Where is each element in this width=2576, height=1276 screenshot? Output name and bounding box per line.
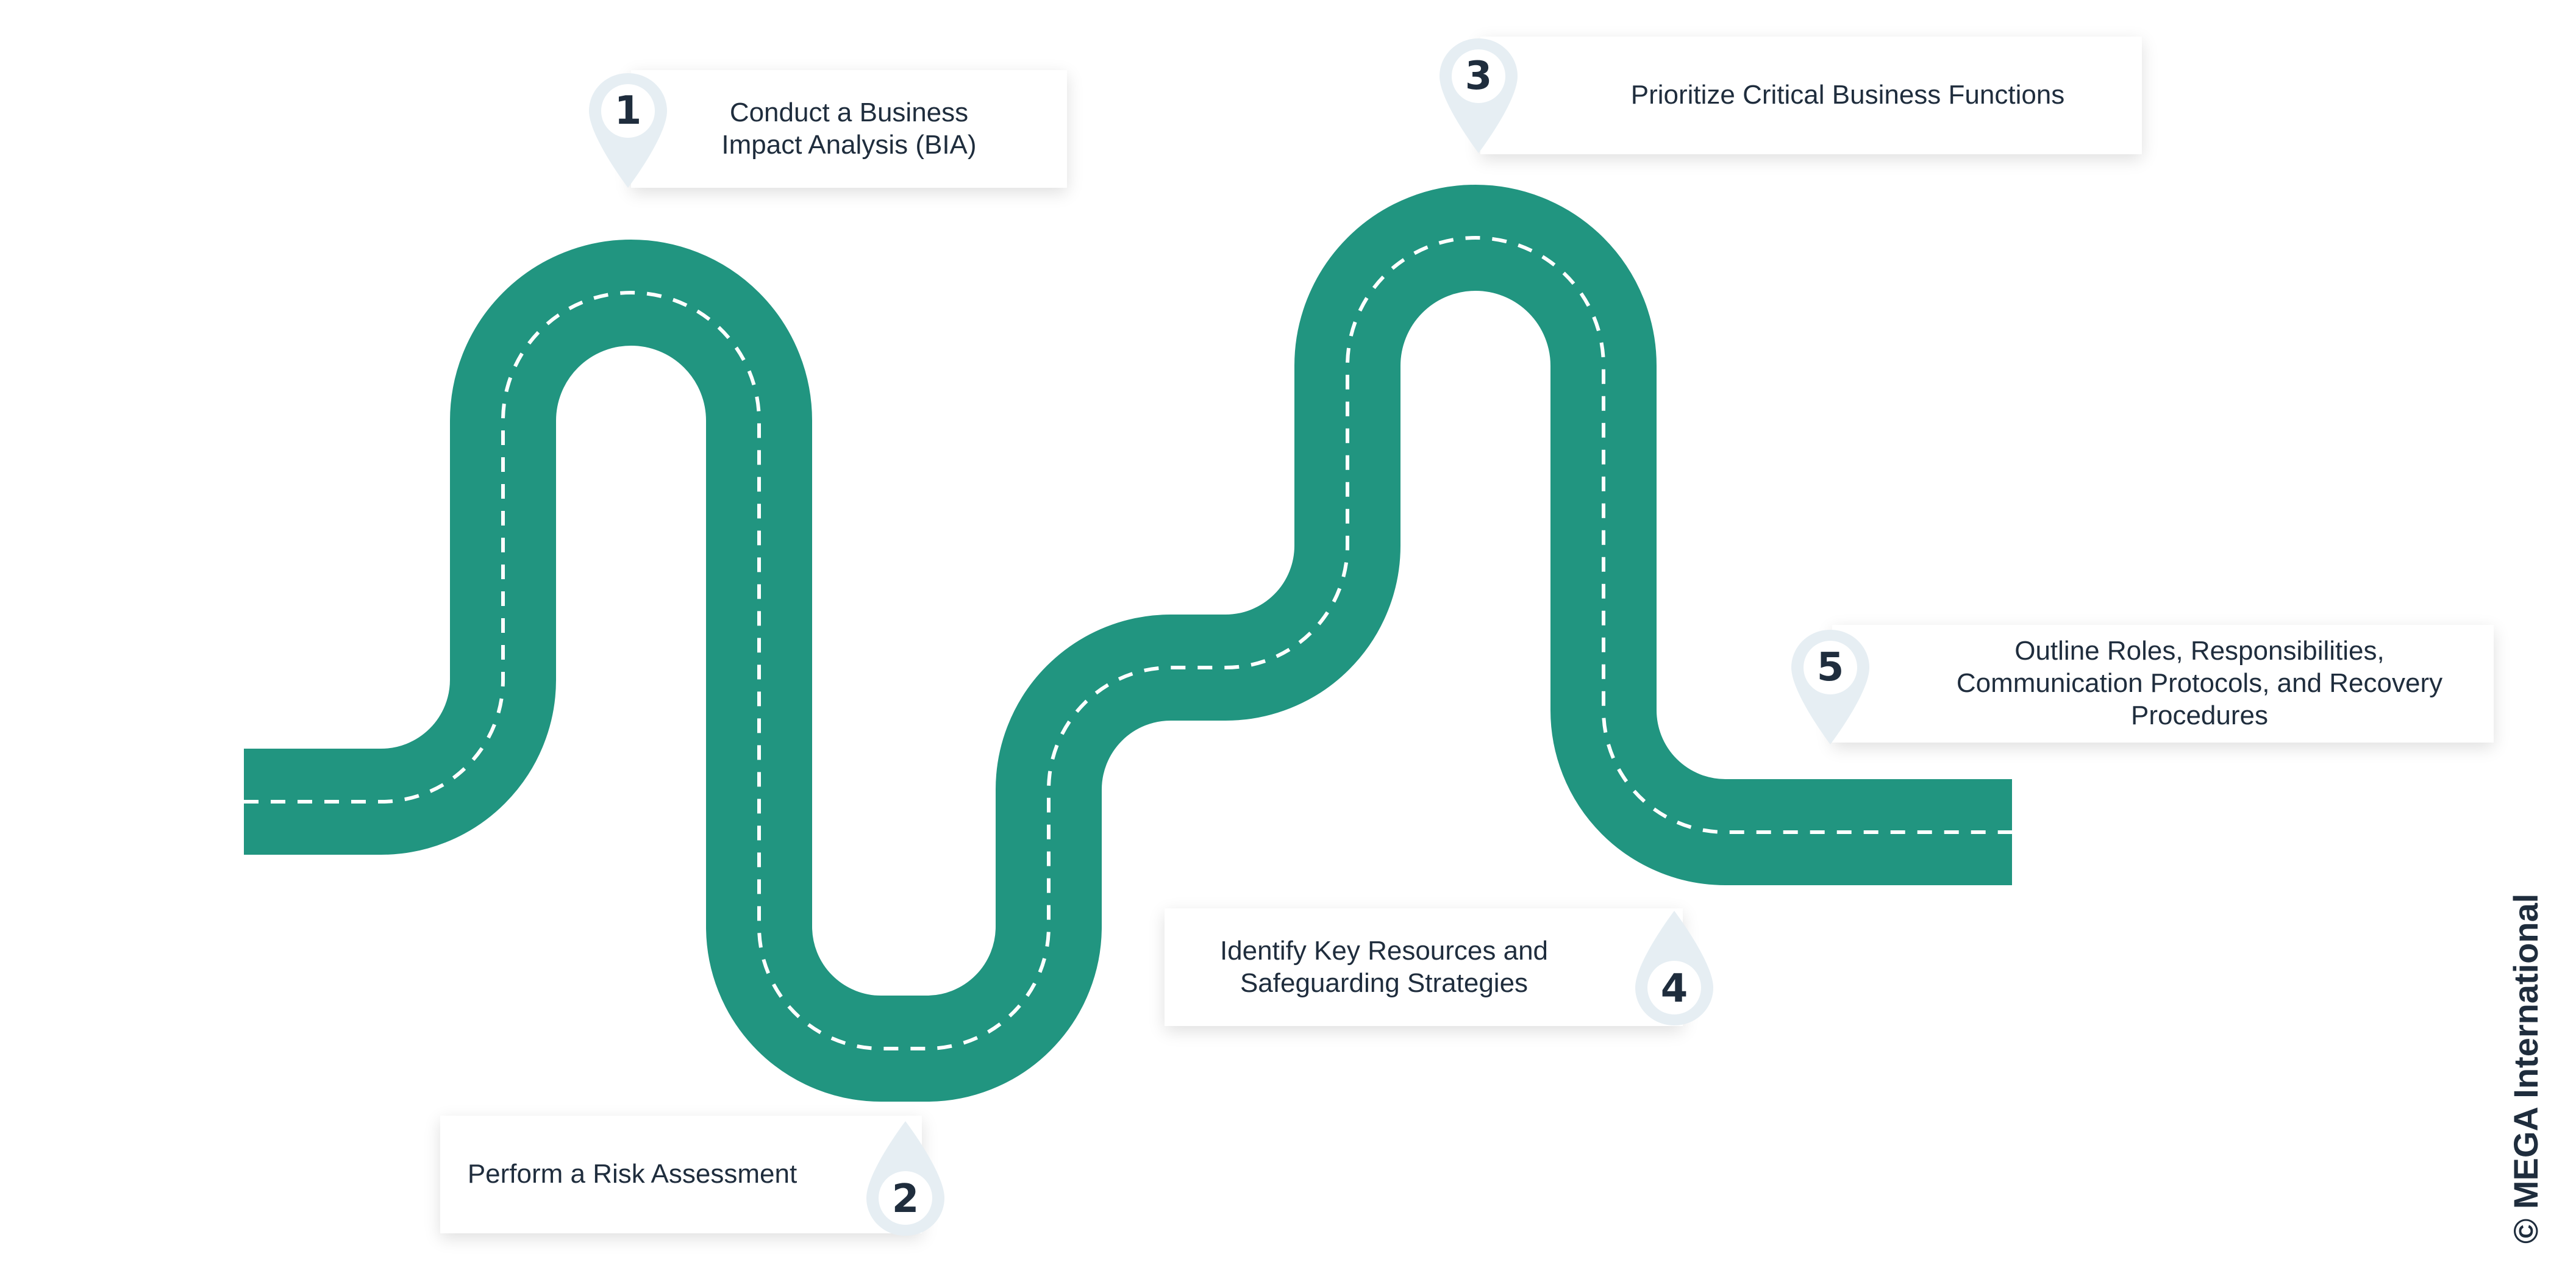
step-3-pin: 3 xyxy=(1436,34,1521,155)
map-pin-icon xyxy=(1791,630,1869,744)
step-5-label: Outline Roles, Responsibilities, Communi… xyxy=(1956,636,2443,730)
step-4-number: 4 xyxy=(1660,966,1688,1011)
map-pin-icon xyxy=(589,73,667,188)
step-4-label: Identify Key Resources and Safeguarding … xyxy=(1219,935,1549,998)
step-2-pin: 2 xyxy=(863,1119,948,1241)
step-5-pin: 5 xyxy=(1788,625,1873,747)
step-4-card: Identify Key Resources and Safeguarding … xyxy=(1165,908,1683,1026)
step-2-card: Perform a Risk Assessment xyxy=(440,1116,922,1233)
step-3-number: 3 xyxy=(1465,54,1493,99)
step-4-pin: 4 xyxy=(1632,908,1717,1030)
map-pin-icon xyxy=(866,1121,944,1236)
map-pin-icon xyxy=(1635,911,1713,1025)
step-5-card: Outline Roles, Responsibilities, Communi… xyxy=(1832,625,2494,743)
step-1-label: Conduct a Business Impact Analysis (BIA) xyxy=(721,97,977,160)
step-1-card: Conduct a Business Impact Analysis (BIA) xyxy=(631,70,1067,188)
step-1-number: 1 xyxy=(614,88,642,134)
step-2-number: 2 xyxy=(891,1177,919,1222)
step-5-number: 5 xyxy=(1816,645,1844,690)
step-3-card: Prioritize Critical Business Functions xyxy=(1480,37,2142,154)
copyright-notice: © MEGA International xyxy=(2506,893,2545,1244)
step-1-pin: 1 xyxy=(585,68,671,190)
road-center-line xyxy=(244,236,2012,1050)
step-3-label: Prioritize Critical Business Functions xyxy=(1630,80,2065,110)
step-2-label: Perform a Risk Assessment xyxy=(467,1159,797,1189)
map-pin-icon xyxy=(1440,38,1518,153)
road-surface xyxy=(244,185,2012,1102)
